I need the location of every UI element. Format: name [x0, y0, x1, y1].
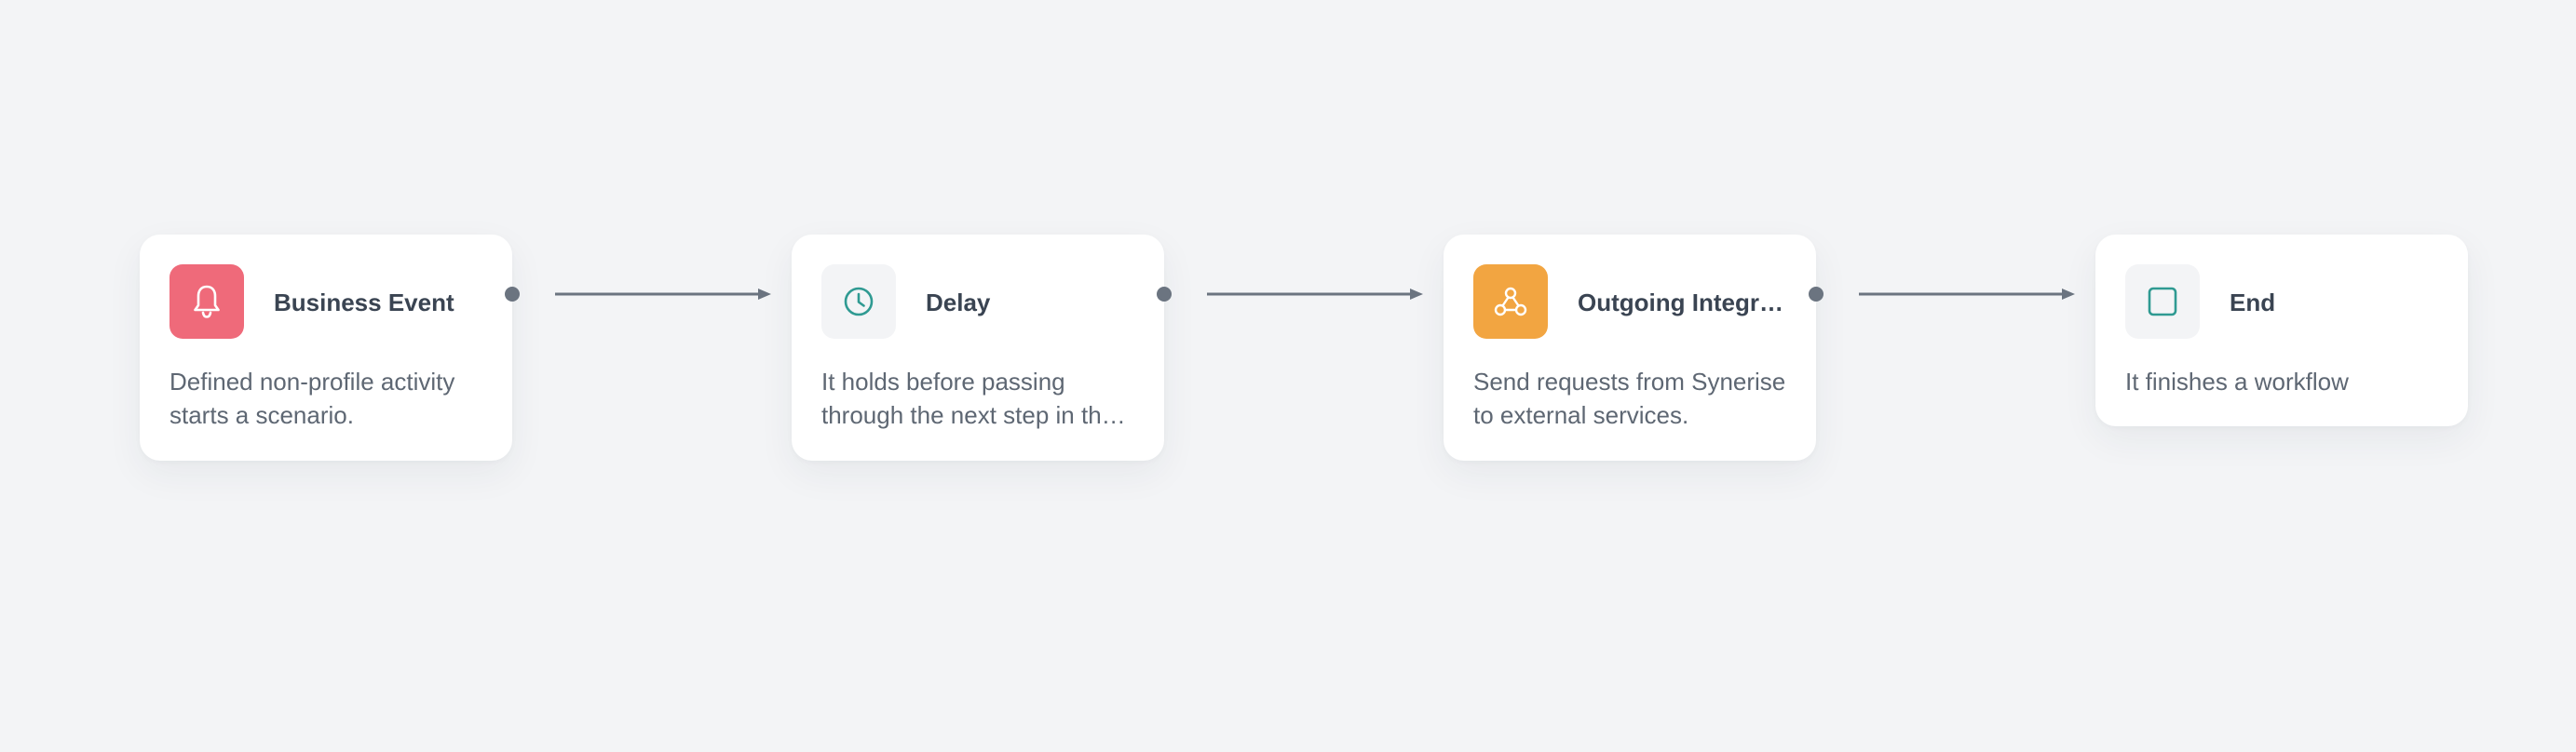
node-title: Outgoing Integration [1578, 289, 1792, 316]
connector-arrow [1207, 289, 1423, 300]
node-title: Business Event [274, 289, 454, 316]
node-description: Defined non-profile activity starts a sc… [169, 368, 455, 429]
node-title: End [2230, 289, 2276, 316]
node-title: Delay [926, 289, 991, 316]
output-port[interactable] [1157, 287, 1172, 302]
node-description: Send requests from Synerise to external … [1473, 368, 1786, 429]
node-delay[interactable]: Delay It holds before passing through th… [792, 235, 1164, 461]
square-icon [2148, 287, 2177, 316]
node-business-event[interactable]: Business Event Defined non-profile activ… [140, 235, 512, 461]
node-description: It finishes a workflow [2125, 368, 2349, 396]
node-description: It holds before passing through the next… [821, 368, 1116, 429]
connector-arrow [1859, 289, 2075, 300]
connector-arrow [555, 289, 771, 300]
icon-tile [2125, 264, 2200, 339]
icon-tile [169, 264, 244, 339]
clock-icon [844, 287, 874, 316]
icon-tile [1473, 264, 1548, 339]
output-port[interactable] [505, 287, 520, 302]
icon-tile [821, 264, 896, 339]
webhook-icon [1494, 287, 1527, 316]
bell-icon [194, 285, 220, 318]
node-end[interactable]: End It finishes a workflow [2095, 235, 2468, 426]
node-outgoing-integration[interactable]: Outgoing Integration Send requests from … [1444, 235, 1816, 461]
output-port[interactable] [1809, 287, 1824, 302]
